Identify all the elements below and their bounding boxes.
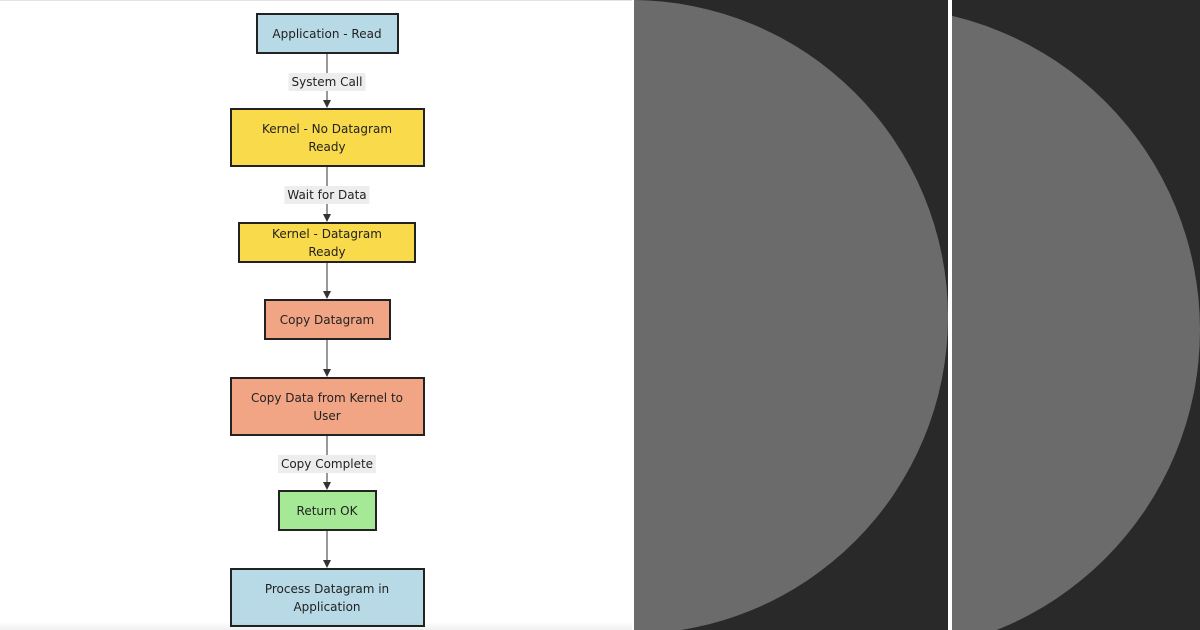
half-circle-shape [634, 0, 948, 630]
node-copy-data-kernel-to-user: Copy Data from Kernel to User [229, 377, 425, 436]
node-process-datagram: Process Datagram in Application [229, 568, 425, 627]
node-label: Return OK [296, 503, 358, 518]
node-label: Application - Read [272, 26, 382, 41]
edge-label-system-call: System Call [288, 73, 366, 91]
half-circle-shape [952, 7, 1200, 630]
node-return-ok: Return OK [277, 490, 377, 531]
image-panel-right [952, 0, 1200, 630]
node-application-read: Application - Read [255, 13, 399, 54]
node-kernel-datagram-ready: Kernel - Datagram Ready [238, 222, 416, 263]
node-label: Kernel - Datagram Ready [272, 226, 382, 259]
node-label: Copy Datagram [279, 312, 375, 327]
node-label: Copy Data from Kernel to User [250, 390, 404, 423]
node-kernel-no-datagram-ready: Kernel - No Datagram Ready [229, 108, 425, 167]
node-label: Process Datagram in Application [264, 581, 390, 614]
edge-label-wait-for-data: Wait for Data [284, 186, 370, 204]
node-label: Kernel - No Datagram Ready [261, 121, 393, 154]
node-copy-datagram: Copy Datagram [263, 299, 391, 340]
flowchart-panel: Application - Read Kernel - No Datagram … [0, 0, 632, 630]
edge-label-copy-complete: Copy Complete [277, 455, 377, 473]
image-panel-left [634, 0, 948, 630]
